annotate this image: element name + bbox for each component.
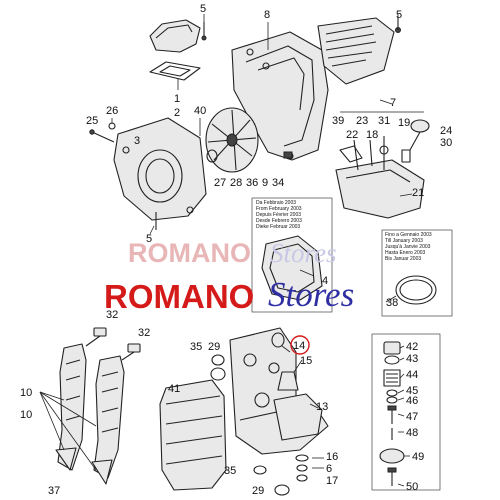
part-bushings-35-29	[210, 354, 290, 496]
callout-7: 7	[390, 97, 396, 109]
callout-21: 21	[412, 187, 424, 199]
date-box-until: Fino a Gennaio 2003 Till January 2003 Ju…	[381, 229, 453, 317]
date-note-until-4: Bis Januar 2003	[385, 256, 421, 262]
callout-3: 3	[134, 135, 140, 147]
part-mount-14-15	[271, 332, 299, 391]
date-note-until-3: Hasta Enero 2003	[385, 250, 426, 256]
date-note-until-0: Fino a Gennaio 2003	[385, 232, 432, 238]
callout-42: 42	[406, 341, 418, 353]
callout-14: 14	[293, 340, 305, 352]
callout-32-a: 32	[106, 309, 118, 321]
part-grommets-16-6	[295, 454, 309, 482]
part-screw-top	[201, 22, 207, 41]
callout-39: 39	[332, 115, 344, 127]
callout-28: 28	[230, 177, 242, 189]
callout-6: 6	[326, 463, 332, 475]
callout-18: 18	[366, 129, 378, 141]
date-note-from-1: From February 2003	[256, 206, 302, 212]
date-note-until-2: Jusqu'à Janvie 2003	[385, 244, 431, 250]
callout-27: 27	[214, 177, 226, 189]
callout-41: 41	[168, 383, 180, 395]
callout-22: 22	[346, 129, 358, 141]
part-nut-34	[283, 151, 293, 159]
date-box-from: Da Febbraio 2003 From February 2003 Depu…	[251, 197, 333, 313]
callout-29-b: 29	[252, 485, 264, 497]
callout-40: 40	[194, 105, 206, 117]
callout-5-lower: 5	[146, 233, 152, 245]
callout-13: 13	[316, 401, 328, 413]
callout-32-b: 32	[138, 327, 150, 339]
hardware-box	[371, 333, 441, 491]
part-gasket-plate	[149, 61, 201, 81]
callout-17: 17	[326, 475, 338, 487]
callout-numbers: 1 2 3 4 5 5 5 6 7 8 9 10 10 13 14 15 16 …	[20, 3, 452, 497]
part-blower-volute	[113, 117, 207, 221]
callout-8: 8	[264, 9, 270, 21]
part-harness-strap-left	[55, 343, 87, 471]
callout-49: 49	[412, 451, 424, 463]
callout-45: 45	[406, 385, 418, 397]
watermark-faded: ROMANO Stores	[128, 238, 337, 268]
date-note-from-0: Da Febbraio 2003	[256, 200, 296, 206]
callout-37: 37	[48, 485, 60, 497]
callout-10-a: 10	[20, 387, 32, 399]
callout-5-top: 5	[200, 3, 206, 15]
date-note-from-3: Desde Febrero 2003	[256, 218, 302, 224]
watermark-suffix: Stores	[268, 275, 354, 314]
callout-24: 24	[440, 125, 452, 137]
callout-48: 48	[406, 427, 418, 439]
watermark-faded-suffix: Stores	[270, 238, 337, 268]
callout-23: 23	[356, 115, 368, 127]
part-buckle-32-right	[121, 343, 141, 361]
callout-15: 15	[300, 355, 312, 367]
callout-16: 16	[326, 451, 338, 463]
part-washer-27	[206, 149, 218, 163]
part-back-pad	[159, 379, 227, 491]
callout-5-cover: 5	[396, 9, 402, 21]
callout-29-a: 29	[208, 341, 220, 353]
part-bolt-25	[89, 129, 115, 143]
callout-44: 44	[406, 369, 418, 381]
callout-35-a: 35	[190, 341, 202, 353]
part-plate-13	[273, 393, 323, 441]
part-buckle-32-left	[85, 327, 107, 347]
callout-34: 34	[272, 177, 284, 189]
callout-26: 26	[106, 105, 118, 117]
callout-2: 2	[174, 107, 180, 119]
watermark-faded-brand: ROMANO	[128, 238, 251, 268]
date-note-until-1: Till January 2003	[385, 238, 423, 244]
callout-4: 4	[322, 275, 328, 287]
watermark-main: ROMANO Stores	[104, 275, 354, 315]
highlight-circle-14	[290, 335, 310, 355]
date-note-from-4: Dieke Februar 2003	[256, 224, 300, 230]
callout-19: 19	[398, 117, 410, 129]
callout-43: 43	[406, 353, 418, 365]
callout-30: 30	[440, 137, 452, 149]
callout-35-b: 35	[224, 465, 236, 477]
callout-47: 47	[406, 411, 418, 423]
callout-31: 31	[378, 115, 390, 127]
callout-9: 9	[262, 177, 268, 189]
part-fuel-lines	[353, 136, 389, 171]
callout-46: 46	[406, 395, 418, 407]
callout-1: 1	[174, 93, 180, 105]
part-cap-19	[409, 119, 430, 151]
part-filter-31	[401, 149, 411, 163]
callout-25: 25	[86, 115, 98, 127]
callout-10-b: 10	[20, 409, 32, 421]
part-fan	[205, 107, 259, 173]
callout-38: 38	[386, 297, 398, 309]
date-note-from-2: Depuis Février 2003	[256, 212, 301, 218]
part-cover	[317, 17, 401, 85]
leader-lines	[39, 14, 424, 487]
part-fuel-tank	[335, 145, 425, 219]
part-handle	[149, 19, 201, 53]
callout-50: 50	[406, 481, 418, 493]
watermark-brand: ROMANO	[104, 278, 254, 315]
callout-36: 36	[246, 177, 258, 189]
part-harness-strap-right	[91, 355, 125, 485]
